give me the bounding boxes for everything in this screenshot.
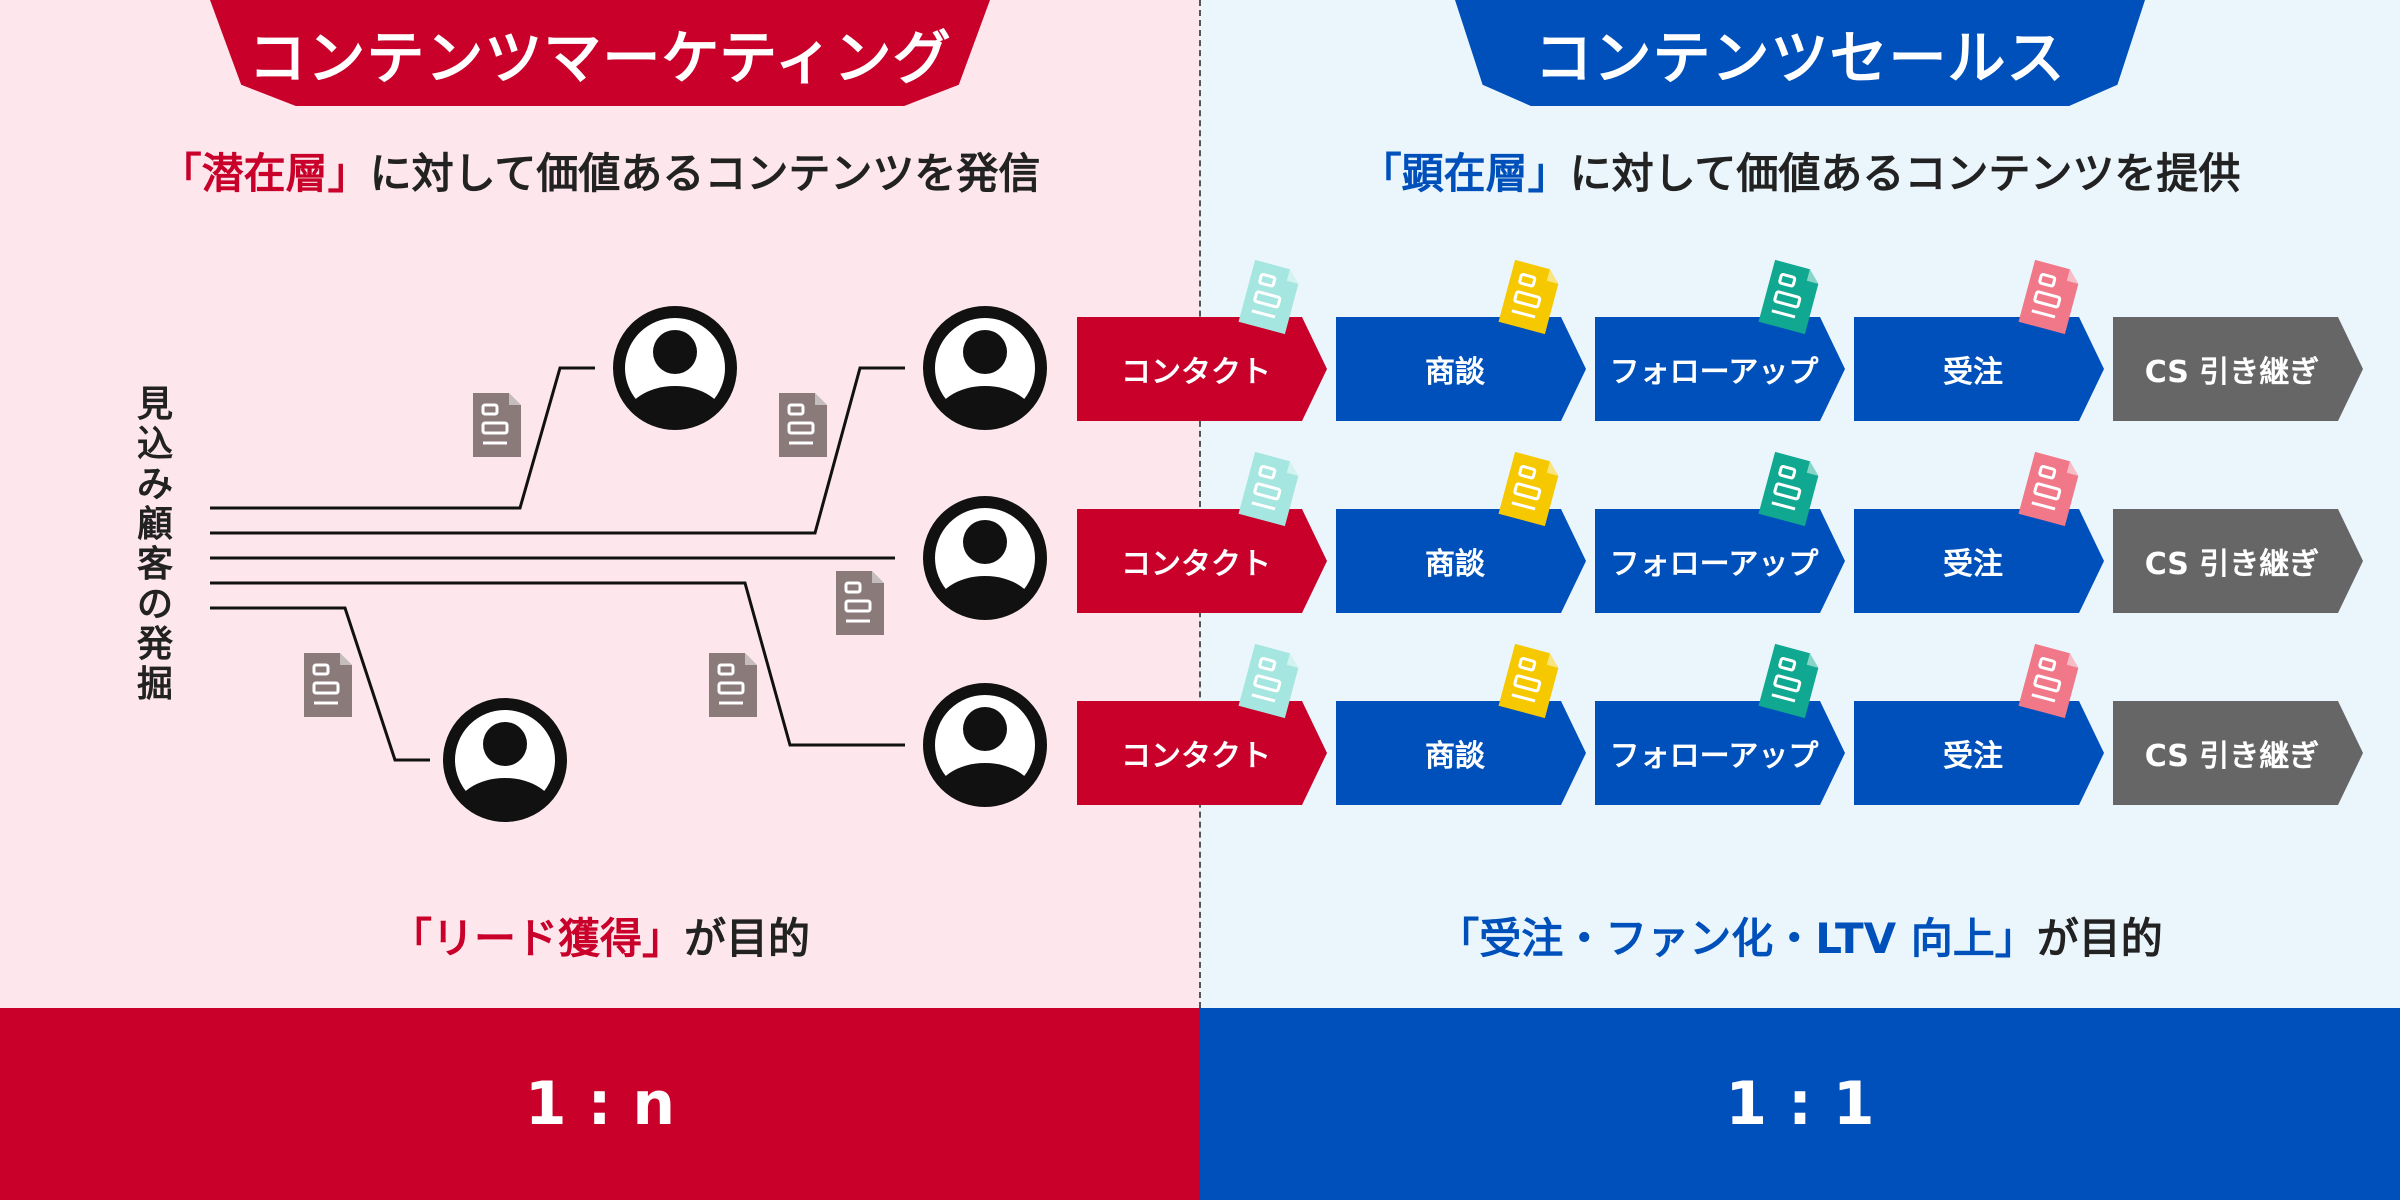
process-step: 商談 — [1336, 509, 1586, 613]
process-step: コンタクト — [1077, 509, 1327, 613]
vertical-label-char: 顧 — [136, 504, 173, 545]
line-top-person — [210, 366, 905, 535]
prospect-lines — [210, 366, 905, 762]
vertical-label-char: 見 — [136, 384, 173, 425]
line-bottom-person — [210, 581, 905, 747]
marketing-subtitle-rest: に対して価値あるコンテンツを発信 — [369, 148, 1041, 198]
process-step: 受注 — [1854, 509, 2104, 613]
marketing-goal-rest: が目的 — [684, 913, 811, 963]
sales-subtitle: 「顕在層」 に対して価値あるコンテンツを提供 — [1200, 130, 2400, 210]
marketing-subtitle-highlight: 「潜在層」 — [159, 148, 370, 198]
marketing-tab-title: コンテンツマーケティング — [210, 0, 990, 106]
document-icon — [709, 653, 757, 717]
process-step: 商談 — [1336, 317, 1586, 421]
process-step: フォローアップ — [1595, 317, 1845, 421]
process-step: フォローアップ — [1595, 509, 1845, 613]
vertical-label: 見込み顧客の発掘 — [125, 385, 185, 705]
process-step: 商談 — [1336, 701, 1586, 805]
vertical-label-char: の — [136, 584, 173, 625]
marketing-ratio: 1 : n — [524, 1069, 676, 1139]
sales-subtitle-rest: に対して価値あるコンテンツを提供 — [1569, 148, 2241, 198]
vertical-label-char: 掘 — [136, 664, 173, 705]
sales-tab-title: コンテンツセールス — [1455, 0, 2145, 106]
sales-ratio-band: 1 : 1 — [1200, 1008, 2400, 1200]
process-step: CS 引き継ぎ — [2113, 317, 2363, 421]
document-icon — [779, 393, 827, 457]
document-icon — [304, 653, 352, 717]
process-step: 受注 — [1854, 701, 2104, 805]
person-icon — [923, 306, 1047, 430]
sales-goal-highlight: 「受注・ファン化・LTV 向上」 — [1437, 913, 2037, 963]
process-step: コンタクト — [1077, 317, 1327, 421]
person-icon — [923, 683, 1047, 807]
vertical-label-char: み — [136, 464, 173, 505]
process-step: フォローアップ — [1595, 701, 1845, 805]
marketing-subtitle: 「潜在層」 に対して価値あるコンテンツを発信 — [0, 130, 1200, 210]
sales-goal: 「受注・ファン化・LTV 向上」 が目的 — [1200, 895, 2400, 975]
marketing-goal-highlight: 「リード獲得」 — [389, 913, 684, 963]
document-icon — [836, 571, 884, 635]
person-icon — [443, 698, 567, 822]
sales-ratio: 1 : 1 — [1725, 1069, 1875, 1139]
vertical-label-char: 発 — [136, 624, 173, 665]
prospect-lines-diagram — [210, 306, 1047, 822]
marketing-ratio-band: 1 : n — [0, 1008, 1200, 1200]
person-icon — [613, 306, 737, 430]
process-step: コンタクト — [1077, 701, 1327, 805]
document-icon — [473, 393, 521, 457]
panel-divider — [1199, 0, 1201, 1008]
person-icon — [923, 496, 1047, 620]
sales-subtitle-highlight: 「顕在層」 — [1359, 148, 1570, 198]
process-step: 受注 — [1854, 317, 2104, 421]
marketing-goal: 「リード獲得」 が目的 — [0, 895, 1200, 975]
sales-title-text: コンテンツセールス — [1534, 24, 2066, 92]
vertical-label-char: 客 — [136, 544, 173, 585]
process-step: CS 引き継ぎ — [2113, 701, 2363, 805]
marketing-doc-icons — [304, 393, 884, 717]
sales-goal-rest: が目的 — [2036, 913, 2163, 963]
vertical-label-char: 込 — [136, 424, 173, 465]
person-icons — [443, 306, 1047, 822]
marketing-title-text: コンテンツマーケティング — [248, 24, 952, 92]
line-lower-person — [210, 606, 430, 762]
process-step: CS 引き継ぎ — [2113, 509, 2363, 613]
line-upper-person — [210, 366, 595, 510]
